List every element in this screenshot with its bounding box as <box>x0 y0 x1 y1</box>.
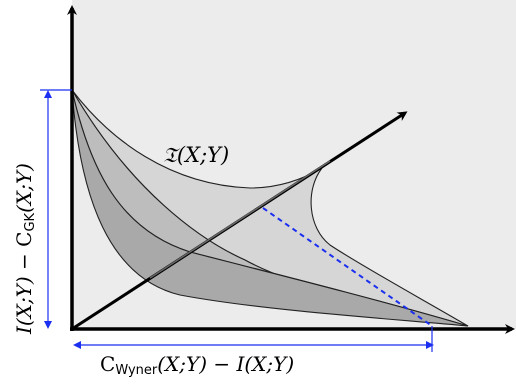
y-axis-label: I(X;Y) − CGK(X;Y) <box>12 163 38 335</box>
region-label: 𝔗(X;Y) <box>163 143 229 167</box>
x-axis-label: CWyner(X;Y) − I(X;Y) <box>100 352 294 378</box>
lower-surface <box>71 89 469 327</box>
dashed-reference-line <box>262 207 433 327</box>
diagonal-axis-inner <box>149 160 331 279</box>
